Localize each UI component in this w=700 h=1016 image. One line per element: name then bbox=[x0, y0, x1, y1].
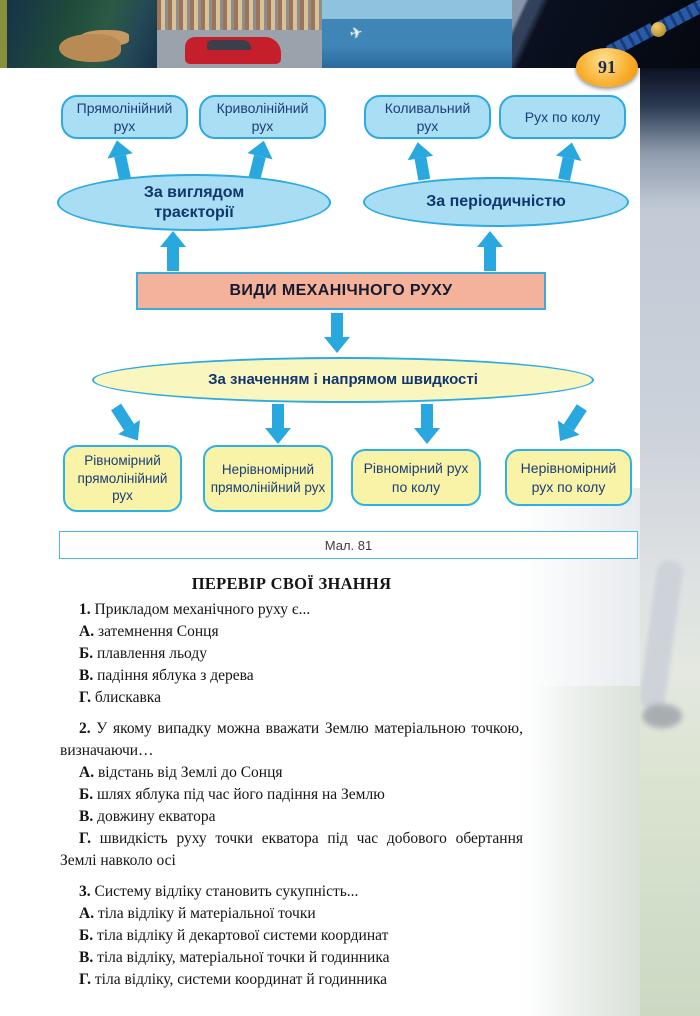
question-3-option-b: Б. тіла відліку й декартової системи коо… bbox=[79, 927, 389, 944]
question-1-option-b: Б. плавлення льоду bbox=[79, 645, 207, 662]
figure-caption: Мал. 81 bbox=[59, 531, 638, 559]
question-2-option-g: Г. швидкість руху точки екватора під час… bbox=[60, 830, 524, 869]
node-curvilinear-motion: Криволінійний рух bbox=[199, 95, 326, 139]
arrow-up-icon bbox=[550, 139, 585, 183]
question-2: 2. У якому випадку можна вважати Землю м… bbox=[60, 720, 523, 759]
arrow-up-icon bbox=[103, 137, 138, 183]
arrow-up-icon bbox=[159, 231, 186, 271]
node-oscillatory-motion: Коливальний рух bbox=[364, 95, 491, 139]
root-node-types-of-mechanical-motion: ВИДИ МЕХАНІЧНОГО РУХУ bbox=[136, 272, 546, 310]
ellipse-by-periodicity: За періодичністю bbox=[363, 177, 629, 227]
question-1: 1. Прикладом механічного руху є... bbox=[79, 601, 311, 618]
arrow-down-icon bbox=[104, 400, 149, 448]
photo-banner: ✈ bbox=[0, 0, 700, 68]
arrow-down-icon bbox=[264, 404, 291, 444]
car-window bbox=[207, 40, 251, 50]
arrow-up-icon bbox=[476, 231, 503, 271]
node-uniform-circular: Рівномірний рух по колу bbox=[351, 449, 481, 506]
question-1-option-g: Г. блискавка bbox=[79, 689, 161, 706]
question-1-option-v: В. падіння яблука з дерева bbox=[79, 667, 254, 684]
jet-icon: ✈ bbox=[348, 23, 365, 44]
page-margin-photo bbox=[637, 68, 700, 1016]
sea-jet-photo: ✈ bbox=[322, 0, 512, 68]
page-number-badge: 91 bbox=[576, 48, 638, 87]
node-nonuniform-circular: Нерівномірний рух по колу bbox=[505, 449, 632, 506]
crowd-texture bbox=[157, 0, 322, 30]
horse-leg-icon bbox=[637, 558, 685, 712]
arrow-down-icon bbox=[413, 404, 440, 444]
question-2-option-b: Б. шлях яблука під час його падіння на З… bbox=[79, 786, 385, 803]
question-1-option-a: А. затемнення Сонця bbox=[79, 623, 219, 640]
question-3-option-v: В. тіла відліку, матеріальної точки й го… bbox=[79, 949, 390, 966]
red-car-icon bbox=[185, 37, 281, 64]
satellite-icon bbox=[651, 22, 666, 37]
faded-grass-wash bbox=[530, 686, 640, 1016]
horse-hoof-icon bbox=[642, 704, 682, 728]
node-circular-motion: Рух по колу bbox=[499, 95, 626, 139]
node-nonuniform-rectilinear: Нерівномірний прямолінійний рух bbox=[203, 445, 333, 512]
arrow-down-icon bbox=[548, 400, 592, 448]
question-3: 3. Систему відліку становить сукупність.… bbox=[79, 883, 359, 900]
ellipse-by-trajectory: За виглядом траєкторії bbox=[57, 174, 331, 231]
arrow-down-icon bbox=[323, 313, 350, 353]
node-rectilinear-motion: Прямолінійний рух bbox=[61, 95, 188, 139]
question-3-option-g: Г. тіла відліку, системи координат й год… bbox=[79, 971, 388, 988]
page-sheet: Прямолінійний рух Криволінійний рух Коли… bbox=[0, 68, 640, 1016]
node-uniform-rectilinear: Рівномірний прямолінійний рух bbox=[63, 445, 182, 512]
ellipse-by-speed: За значенням і напрямом швидкості bbox=[92, 357, 594, 403]
question-2-option-a: А. відстань від Землі до Сонця bbox=[79, 764, 283, 781]
olive-strip bbox=[0, 0, 7, 68]
cougar-icon bbox=[59, 34, 121, 62]
forest-cougar-photo bbox=[7, 0, 157, 68]
faded-horse-wash bbox=[520, 488, 640, 1016]
question-2-option-v: В. довжину екватора bbox=[79, 808, 216, 825]
arrow-up-icon bbox=[404, 140, 437, 182]
beach-crowd-red-car-photo bbox=[157, 0, 322, 68]
quiz-section: ПЕРЕВІР СВОЇ ЗНАННЯ 1. Прикладом механіч… bbox=[60, 574, 523, 991]
question-3-option-a: А. тіла відліку й матеріальної точки bbox=[79, 905, 316, 922]
quiz-title: ПЕРЕВІР СВОЇ ЗНАННЯ bbox=[191, 574, 392, 593]
